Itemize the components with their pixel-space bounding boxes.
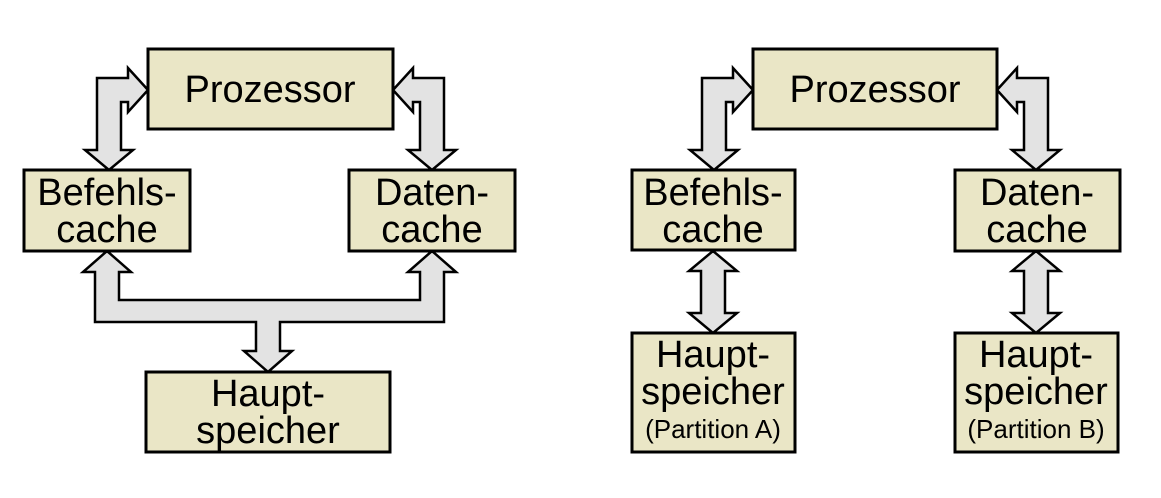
main-memory-partition-a-node: Haupt- speicher (Partition A): [630, 331, 797, 454]
arrow-processor-instruction-cache-right: [686, 64, 755, 172]
main-memory-node-left: Haupt- speicher: [144, 370, 392, 454]
arrow-processor-data-cache-left: [391, 64, 460, 172]
instruction-cache-label-line1-right: Befehls-: [643, 172, 782, 214]
processor-box-right: [751, 47, 999, 131]
processor-box-left: [146, 47, 395, 131]
instruction-cache-node-right: Befehls- cache: [630, 168, 797, 252]
data-cache-node-right: Daten- cache: [953, 168, 1122, 253]
main-memory-a-label-line2: speicher: [641, 371, 785, 413]
processor-node-left: Prozessor: [146, 47, 395, 131]
left-diagram-shared-memory: Prozessor Befehls- cache Daten- cache Ha…: [22, 47, 517, 454]
main-memory-label-line1-left: Haupt-: [211, 373, 325, 415]
processor-node-right: Prozessor: [751, 47, 999, 131]
main-memory-b-label-line2: speicher: [964, 371, 1108, 413]
main-memory-b-label-line3: (Partition B): [967, 414, 1104, 444]
data-cache-box-right: [953, 168, 1122, 253]
right-diagram-partitioned-memory: Prozessor Befehls- cache Daten- cache Ha…: [630, 47, 1122, 454]
instruction-cache-node-left: Befehls- cache: [22, 168, 192, 253]
arrow-processor-instruction-cache-left: [81, 64, 150, 172]
main-memory-partition-b-box: [953, 331, 1120, 454]
main-memory-partition-a-box: [630, 331, 797, 454]
arrow-instruction-cache-main-memory-a: [685, 249, 741, 335]
instruction-cache-box-left: [22, 168, 192, 253]
data-cache-label-line1-left: Daten-: [375, 172, 489, 214]
arrow-data-cache-main-memory-b: [1008, 249, 1064, 335]
arrow-processor-data-cache-right: [995, 64, 1064, 172]
data-cache-label-line2-right: cache: [986, 209, 1087, 251]
instruction-cache-box-right: [630, 168, 797, 252]
main-memory-partition-b-node: Haupt- speicher (Partition B): [953, 331, 1120, 454]
main-memory-label-line2-left: speicher: [196, 410, 340, 452]
instruction-cache-label-line1-left: Befehls-: [37, 172, 176, 214]
main-memory-a-label-line3: (Partition A): [645, 414, 781, 444]
main-memory-box-left: [144, 370, 392, 454]
data-cache-node-left: Daten- cache: [347, 168, 517, 253]
instruction-cache-label-line2-left: cache: [56, 209, 157, 251]
data-cache-label-line2-left: cache: [381, 209, 482, 251]
processor-label-left: Prozessor: [184, 69, 355, 111]
data-cache-box-left: [347, 168, 517, 253]
instruction-cache-label-line2-right: cache: [662, 209, 763, 251]
data-cache-label-line1-right: Daten-: [980, 172, 1094, 214]
main-memory-b-label-line1: Haupt-: [979, 334, 1093, 376]
arrow-caches-main-memory-merge: [79, 249, 460, 374]
main-memory-a-label-line1: Haupt-: [656, 334, 770, 376]
processor-label-right: Prozessor: [789, 69, 960, 111]
